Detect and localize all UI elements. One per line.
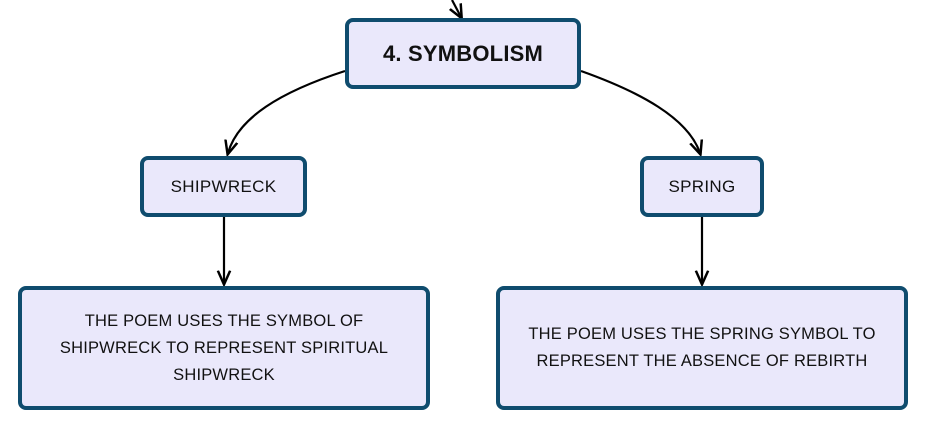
detail-node-text: THE POEM USES THE SPRING SYMBOL TO REPRE… [528,325,876,370]
detail-node-text: THE POEM USES THE SYMBOL OF SHIPWRECK TO… [59,311,389,384]
connector-root-to-spring [580,69,700,153]
connector-root-to-shipwreck [228,69,346,153]
root-node-symbolism[interactable]: 4. SYMBOLISM [345,18,581,89]
incoming-connector [452,0,461,17]
branch-node-spring[interactable]: SPRING [640,156,764,217]
root-node-label: 4. SYMBOLISM [382,40,544,66]
branch-node-label: SPRING [668,176,736,196]
branch-node-shipwreck[interactable]: SHIPWRECK [140,156,307,217]
branch-node-label: SHIPWRECK [170,176,277,196]
detail-node-spring[interactable]: THE POEM USES THE SPRING SYMBOL TO REPRE… [496,286,908,410]
detail-node-shipwreck[interactable]: THE POEM USES THE SYMBOL OF SHIPWRECK TO… [18,286,430,410]
